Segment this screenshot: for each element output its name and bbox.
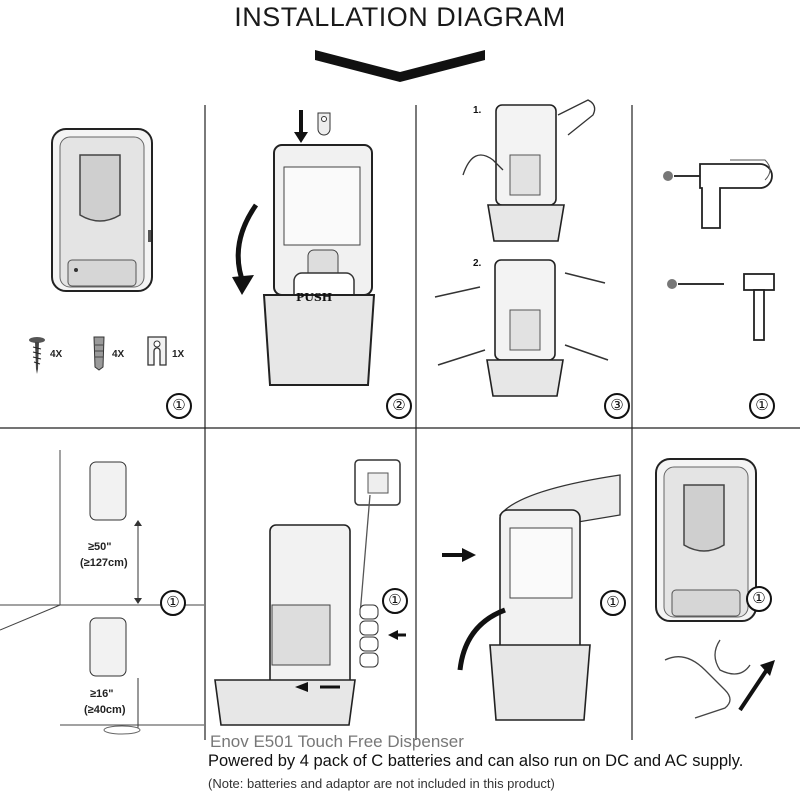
open-back-illustration-1 bbox=[462, 99, 596, 242]
sub-step-1: 1. bbox=[473, 105, 482, 116]
push-label: PUSH bbox=[296, 291, 333, 304]
anchor-qty: 4X bbox=[112, 349, 125, 360]
step-badge-7: ① bbox=[600, 590, 626, 616]
page-title: INSTALLATION DIAGRAM bbox=[234, 2, 566, 32]
anchor-icon bbox=[93, 336, 105, 371]
wall-height-illustration bbox=[0, 450, 204, 735]
sub-step-2: 2. bbox=[473, 258, 482, 269]
key-icon bbox=[147, 336, 167, 366]
disclaimer-note: (Note: batteries and adaptor are not inc… bbox=[208, 776, 555, 791]
drill-icon bbox=[663, 159, 773, 229]
step-badge-2: ② bbox=[386, 393, 412, 419]
step-badge-4: ① bbox=[749, 393, 775, 419]
height-lower-inch: ≥16" bbox=[90, 688, 114, 700]
open-back-illustration-2 bbox=[434, 259, 609, 397]
key-qty: 1X bbox=[172, 349, 185, 360]
product-name: Enov E501 Touch Free Dispenser bbox=[210, 732, 464, 751]
step-badge-8: ① bbox=[746, 586, 772, 612]
refill-illustration bbox=[442, 474, 621, 721]
height-upper-cm: (≥127cm) bbox=[80, 557, 128, 569]
step-badge-3: ③ bbox=[604, 393, 630, 419]
hand-icon bbox=[664, 639, 775, 719]
height-lower-cm: (≥40cm) bbox=[84, 704, 126, 716]
height-upper-inch: ≥50" bbox=[88, 541, 112, 553]
step-badge-1: ① bbox=[166, 393, 192, 419]
hammer-icon bbox=[667, 273, 775, 341]
open-dispenser-illustration bbox=[232, 110, 376, 386]
step-badge-5: ① bbox=[160, 590, 186, 616]
screw-icon bbox=[29, 337, 45, 374]
chevron-down-icon bbox=[315, 50, 485, 82]
dispenser-icon bbox=[51, 128, 153, 292]
dispenser-icon-2 bbox=[655, 458, 757, 622]
step-badge-6: ① bbox=[382, 588, 408, 614]
power-description: Powered by 4 pack of C batteries and can… bbox=[208, 752, 744, 770]
power-connection-illustration bbox=[214, 459, 406, 726]
screw-qty: 4X bbox=[50, 349, 63, 360]
